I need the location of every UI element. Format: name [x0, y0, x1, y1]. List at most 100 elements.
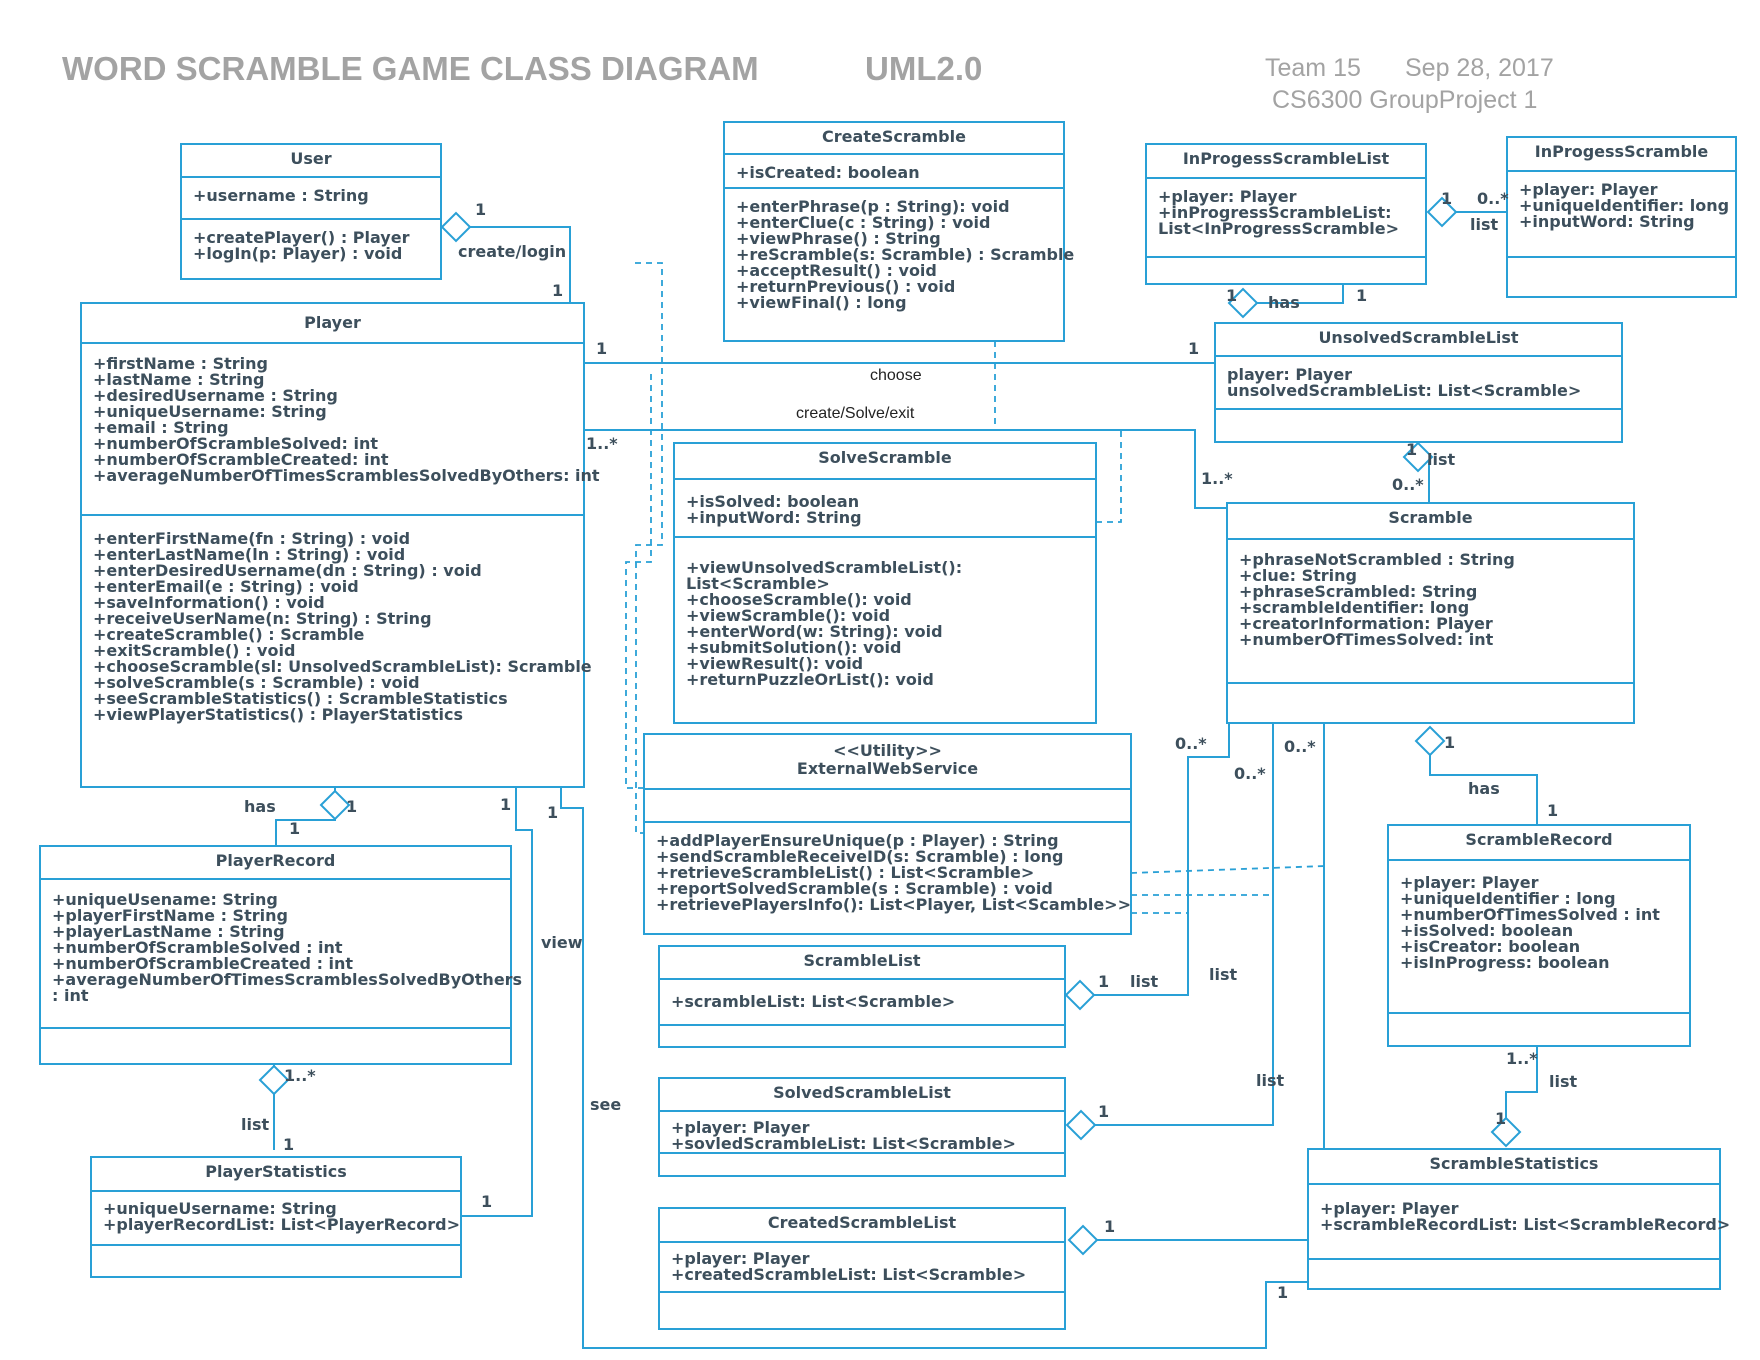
class-playerRecord: PlayerRecord+uniqueUsename: String+playe… [39, 845, 522, 1065]
multiplicity-label: 1 [547, 803, 558, 822]
class-box [658, 945, 1066, 1048]
class-box [643, 733, 1132, 935]
class-attribute: +desiredUsername : String [93, 386, 338, 405]
class-operation: +enterWord(w: String): void [686, 622, 943, 641]
class-attribute: +createdScrambleList: List<Scramble> [671, 1265, 1026, 1284]
dep-externalweb-1 [635, 262, 663, 834]
class-operation: +returnPrevious() : void [736, 277, 955, 296]
class-attribute: +playerLastName : String [52, 922, 285, 941]
diagram-title: WORD SCRAMBLE GAME CLASS DIAGRAM [62, 50, 759, 87]
course-label: CS6300 GroupProject 1 [1272, 86, 1538, 114]
multiplicity-label: 1 [1495, 1109, 1506, 1128]
class-attribute: +isSolved: boolean [1400, 921, 1573, 940]
class-operation: +viewResult(): void [686, 654, 863, 673]
class-operation: +saveInformation() : void [93, 593, 325, 612]
class-solveScramble: SolveScramble+isSolved: boolean+inputWor… [673, 442, 1097, 724]
diamond-scramblerecord [1490, 1116, 1522, 1148]
class-name: CreateScramble [822, 127, 966, 146]
class-attribute: +uniqueUsername: String [103, 1199, 337, 1218]
multiplicity-label: 1 [475, 200, 486, 219]
label-list: list [1256, 1071, 1284, 1090]
line-list-scramblestats [1505, 1046, 1538, 1132]
multiplicity-label: 1 [1104, 1217, 1115, 1236]
class-boxes: User+username : String+createPlayer() : … [39, 121, 1737, 1330]
class-attribute: +numberOfScrambleCreated : int [52, 954, 353, 973]
class-attribute: +scrambleIdentifier: long [1239, 598, 1469, 617]
diamond-createdlist [1067, 1224, 1099, 1256]
class-operation: +logIn(p: Player) : void [193, 244, 402, 263]
class-operation: +enterFirstName(fn : String) : void [93, 529, 410, 548]
multiplicity-label: 1 [289, 819, 300, 838]
class-operation: +acceptResult() : void [736, 261, 937, 280]
class-operation: +retrieveScrambleList() : List<Scramble> [656, 863, 1034, 882]
class-attribute: +uniqueUsername: String [93, 402, 327, 421]
class-operation: +enterEmail(e : String) : void [93, 577, 359, 596]
class-attribute: +numberOfTimesSolved : int [1400, 905, 1660, 924]
class-operation: +retrievePlayersInfo(): List<Player, Lis… [656, 895, 1131, 914]
class-name: PlayerRecord [216, 851, 336, 870]
class-operation: +submitSolution(): void [686, 638, 901, 657]
label-list: list [1427, 450, 1455, 469]
multiplicity-label: 0..* [1284, 737, 1316, 756]
multiplicity-label: 1 [1444, 733, 1455, 752]
class-box [90, 1156, 462, 1278]
class-attribute: +player: Player [1400, 873, 1539, 892]
class-operation: +receiveUserName(n: String) : String [93, 609, 432, 628]
class-attribute: +numberOfScrambleSolved: int [93, 434, 378, 453]
class-name: ScrambleList [803, 951, 920, 970]
class-attribute: +uniqueIdentifier : long [1400, 889, 1616, 908]
association-labels: 1create/login11choose1create/Solve/exit1… [241, 189, 1577, 1302]
class-attribute: +averageNumberOfTimesScramblesSolvedByOt… [52, 970, 522, 989]
multiplicity-label: 1 [596, 339, 607, 358]
class-name: InProgessScrambleList [1183, 149, 1390, 168]
label-list: list [241, 1115, 269, 1134]
class-solvedList: SolvedScrambleList+player: Player+sovled… [658, 1077, 1066, 1177]
class-attribute: +phraseNotScrambled : String [1239, 550, 1515, 569]
multiplicity-label: 1 [1226, 286, 1237, 305]
class-name: PlayerStatistics [205, 1162, 346, 1181]
class-scrambleStatistics: ScrambleStatistics+player: Player+scramb… [1307, 1148, 1730, 1290]
class-attribute: +inputWord: String [1519, 212, 1695, 231]
class-operation: +enterClue(c : String) : void [736, 213, 990, 232]
multiplicity-label: 1 [1547, 801, 1558, 820]
multiplicity-label: 1 [481, 1192, 492, 1211]
class-inProgress: InProgessScramble+player: Player+uniqueI… [1506, 136, 1737, 298]
class-operation: +returnPuzzleOrList(): void [686, 670, 934, 689]
class-operation: +createPlayer() : Player [193, 228, 410, 247]
class-operation: +sendScrambleReceiveID(s: Scramble) : lo… [656, 847, 1063, 866]
class-name: ExternalWebService [797, 759, 978, 778]
class-box [658, 1207, 1066, 1330]
multiplicity-label: 1..* [1201, 469, 1233, 488]
class-attribute: unsolvedScrambleList: List<Scramble> [1227, 381, 1581, 400]
line-list-solved [1095, 723, 1274, 1126]
label-create-solve-exit: create/Solve/exit [796, 405, 915, 422]
class-operation: +viewPhrase() : String [736, 229, 941, 248]
class-inProgressList: InProgessScrambleList+player: Player+inP… [1145, 143, 1427, 285]
class-operation: +viewScramble(): void [686, 606, 890, 625]
class-attribute: +player: Player [1519, 180, 1658, 199]
class-stereotype: <<Utility>> [833, 741, 942, 760]
label-choose: choose [870, 367, 922, 384]
class-attribute: +firstName : String [93, 354, 268, 373]
class-attribute: +isCreated: boolean [736, 163, 920, 182]
class-box [1387, 824, 1691, 1047]
class-operation: List<Scramble> [686, 574, 830, 593]
class-operation: +reScramble(s: Scramble) : Scramble [736, 245, 1074, 264]
line-list-scramblelist [1094, 723, 1230, 996]
multiplicity-label: 0..* [1234, 764, 1266, 783]
multiplicity-label: 1 [1356, 286, 1367, 305]
label-see: see [590, 1095, 621, 1114]
label-list: list [1209, 965, 1237, 984]
class-name: UnsolvedScrambleList [1318, 328, 1518, 347]
dep-externalweb-2 [625, 374, 652, 789]
diamond-player-has [319, 789, 351, 821]
class-attribute: +playerRecordList: List<PlayerRecord> [103, 1215, 460, 1234]
class-attribute: +clue: String [1239, 566, 1357, 585]
class-scrambleRecord: ScrambleRecord+player: Player+uniqueIden… [1387, 824, 1691, 1047]
class-attribute: +email : String [93, 418, 229, 437]
class-playerStatistics: PlayerStatistics +uniqueUsername: String+… [90, 1156, 462, 1278]
class-operation: +viewFinal() : long [736, 293, 907, 312]
multiplicity-label: 0..* [1175, 734, 1207, 753]
class-box [180, 143, 442, 280]
